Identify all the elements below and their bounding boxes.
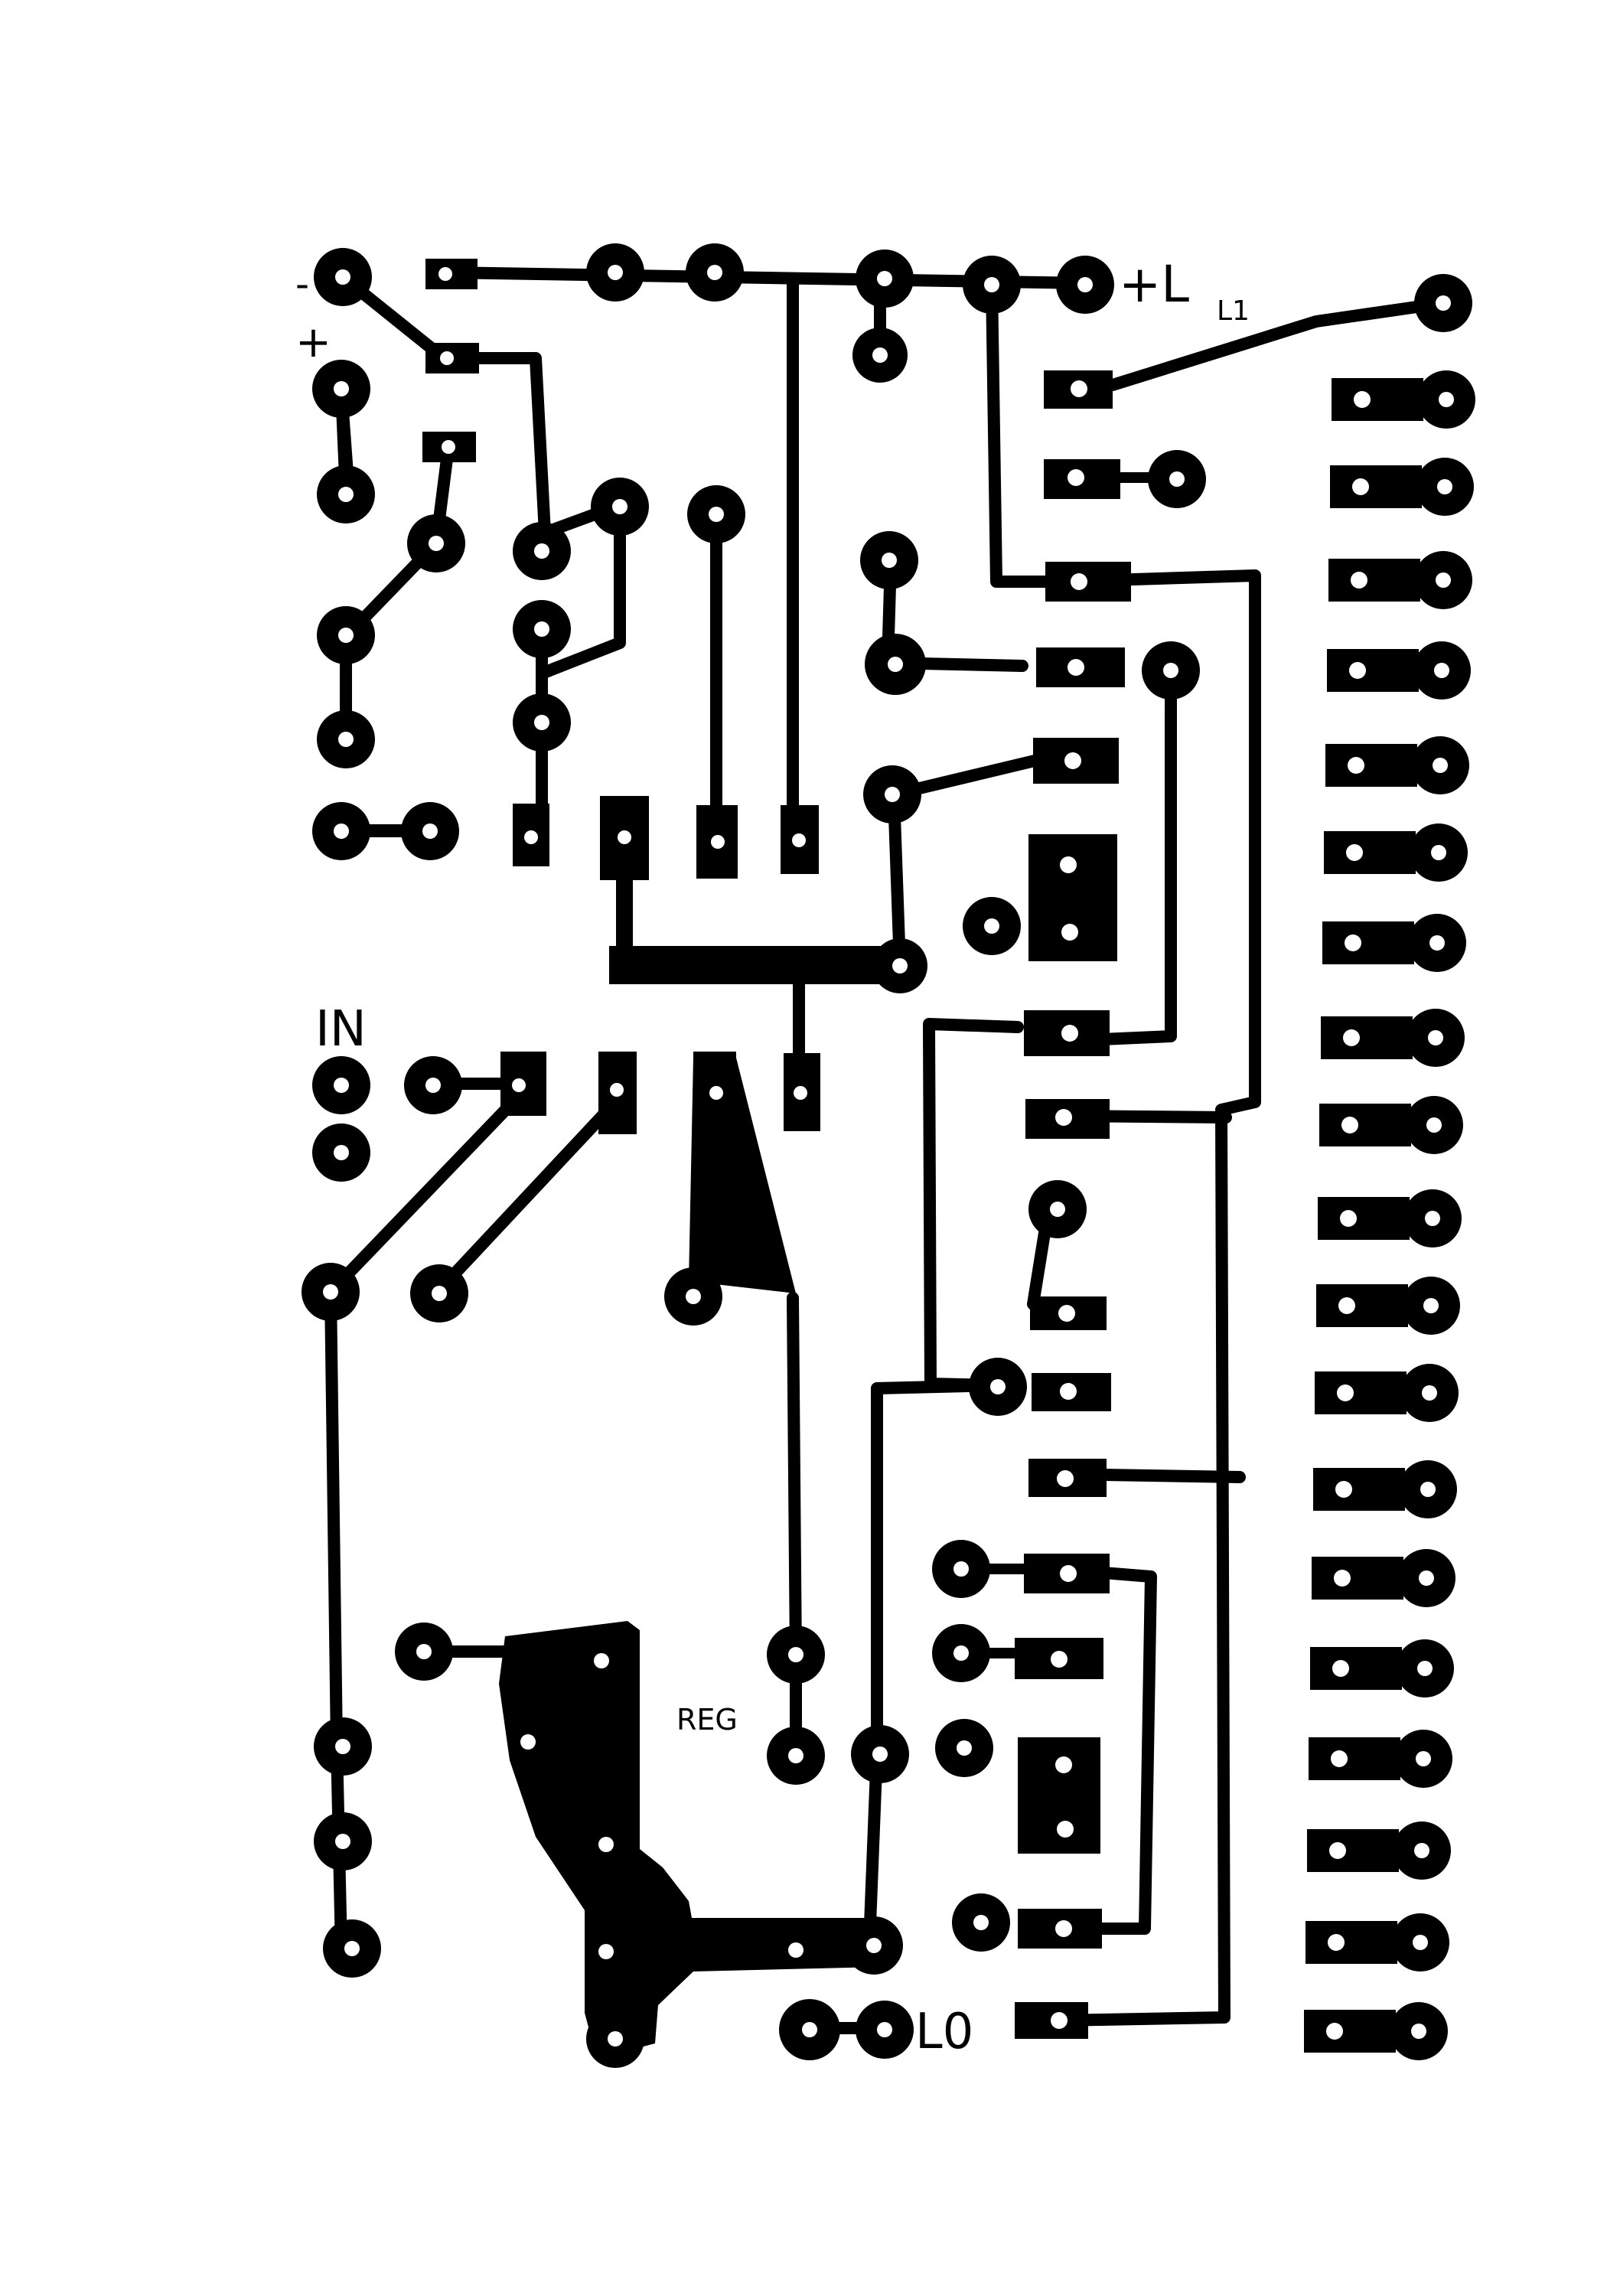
pad xyxy=(1305,1921,1397,1964)
pad xyxy=(1319,1104,1411,1146)
pad xyxy=(1309,1737,1400,1780)
pad xyxy=(1045,562,1131,602)
pad xyxy=(1313,1468,1405,1511)
pad xyxy=(1327,649,1419,692)
pad xyxy=(1328,559,1420,602)
pad xyxy=(1028,834,1117,961)
pad xyxy=(693,1052,736,1113)
trace xyxy=(438,352,626,539)
copper-pads xyxy=(302,243,1472,2068)
trace xyxy=(1107,297,1449,391)
pad xyxy=(1312,1557,1403,1600)
right-connector-column xyxy=(1304,370,1475,2060)
regulator-copper-wedge xyxy=(689,1058,796,1293)
plus-label: + xyxy=(295,318,331,367)
trace xyxy=(923,1018,1024,1391)
pad xyxy=(1310,1647,1402,1690)
pad xyxy=(1018,1737,1100,1854)
trace xyxy=(986,277,1261,2027)
pad xyxy=(1322,921,1414,964)
pad xyxy=(1332,378,1423,421)
trace xyxy=(430,1096,621,1300)
pad xyxy=(1316,1284,1408,1327)
trace xyxy=(324,1088,526,1298)
pad xyxy=(1324,831,1416,874)
in-label: IN xyxy=(315,1001,367,1058)
trace xyxy=(787,1292,802,1762)
l1-label: L1 xyxy=(1217,295,1250,327)
pad xyxy=(1325,744,1417,787)
pad xyxy=(1315,1371,1407,1414)
reg-label: REG xyxy=(676,1703,738,1737)
plus-l-label: +L xyxy=(1119,255,1189,314)
pad xyxy=(1304,2010,1396,2053)
pad xyxy=(1307,1829,1399,1872)
ground-bar xyxy=(609,946,906,984)
trace xyxy=(863,1379,1006,1950)
minus-label: - xyxy=(295,262,309,306)
regulator-copper-pour xyxy=(499,1621,888,2059)
pad xyxy=(1321,1016,1413,1059)
copper-traces xyxy=(324,266,1449,2034)
pad xyxy=(1330,465,1422,508)
pad xyxy=(1318,1197,1410,1240)
l0-label: L0 xyxy=(915,2004,973,2060)
